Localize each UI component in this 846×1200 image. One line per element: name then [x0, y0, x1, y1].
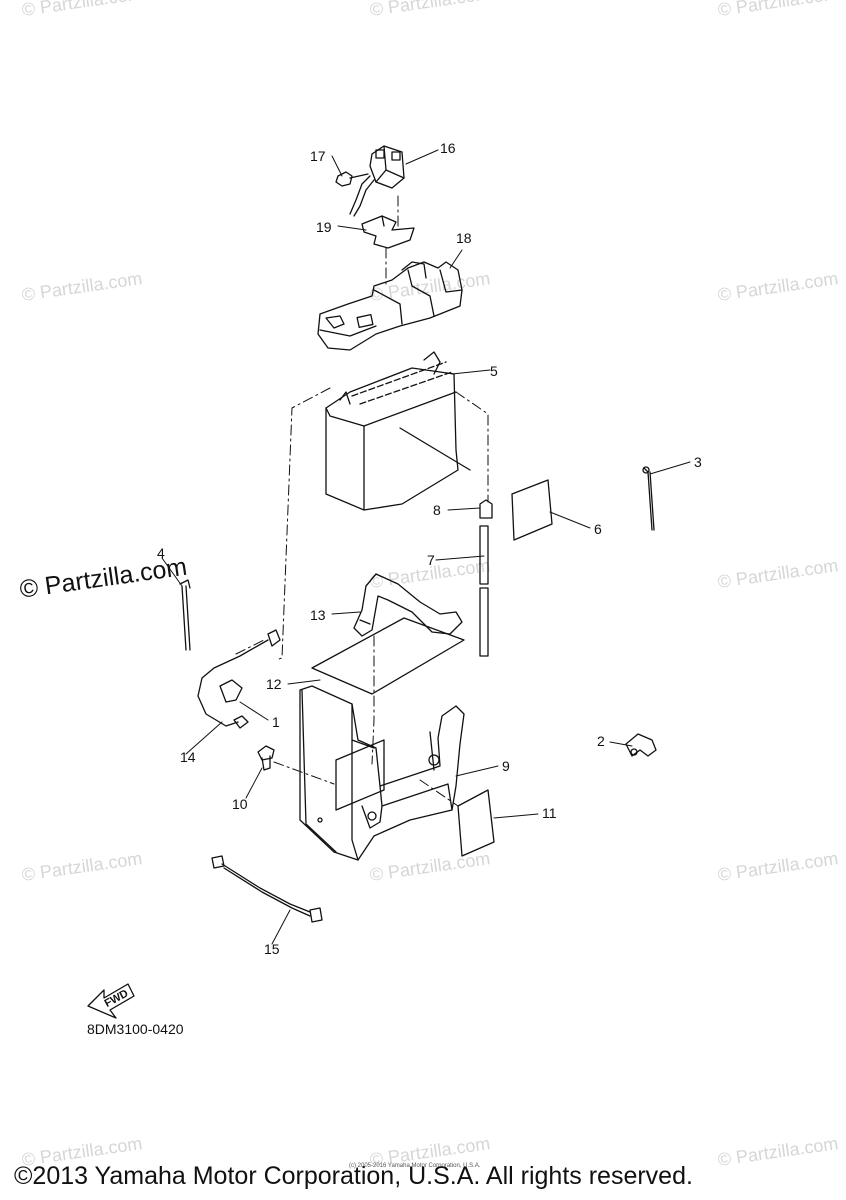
bolt-part-17 — [335, 171, 369, 187]
callout-2: 2 — [597, 733, 605, 749]
ground-lead-part-14 — [197, 629, 281, 729]
band-part-4 — [179, 579, 191, 651]
callout-16: 16 — [440, 140, 456, 156]
callout-13: 13 — [310, 607, 326, 623]
callout-18: 18 — [456, 230, 472, 246]
sheet-part-12 — [311, 617, 465, 695]
callout-3: 3 — [694, 454, 702, 470]
breather-pipe-part-7 — [479, 525, 489, 657]
clip-part-1 — [219, 679, 243, 703]
battery-box-part-9 — [299, 685, 465, 861]
callout-8: 8 — [433, 502, 441, 518]
callout-9: 9 — [502, 758, 510, 774]
plate-part-11 — [457, 789, 495, 857]
callout-1: 1 — [272, 714, 280, 730]
starter-relay-part-16 — [349, 145, 405, 217]
battery-pad-part-6 — [511, 479, 553, 541]
band-part-3 — [642, 466, 655, 531]
callout-19: 19 — [316, 219, 332, 235]
callout-7: 7 — [427, 552, 435, 568]
callout-12: 12 — [266, 676, 282, 692]
fwd-arrow-icon: FWD — [87, 983, 135, 1019]
clamp-part-2 — [625, 733, 657, 757]
diagram-code: 8DM3100-0420 — [87, 1021, 184, 1037]
callout-14: 14 — [180, 749, 196, 765]
callout-15: 15 — [264, 941, 280, 957]
battery-part-5 — [325, 351, 471, 511]
callout-10: 10 — [232, 796, 248, 812]
copyright-notice: ©2013 Yamaha Motor Corporation, U.S.A. A… — [14, 1162, 693, 1190]
collar-part-8 — [479, 499, 493, 519]
battery-lead-part-15 — [211, 855, 323, 923]
battery-strap-part-13 — [353, 573, 463, 637]
callout-5: 5 — [490, 363, 498, 379]
callout-11: 11 — [542, 805, 557, 821]
callout-17: 17 — [310, 148, 326, 164]
battery-cover-part-18 — [317, 261, 463, 351]
callout-4: 4 — [157, 545, 165, 561]
relay-bracket-part-19 — [361, 215, 415, 249]
small-copyright: (c) 2005-2016 Yamaha Motor Corporation, … — [349, 1163, 481, 1169]
bolt-part-10 — [257, 745, 275, 771]
callout-6: 6 — [594, 521, 602, 537]
